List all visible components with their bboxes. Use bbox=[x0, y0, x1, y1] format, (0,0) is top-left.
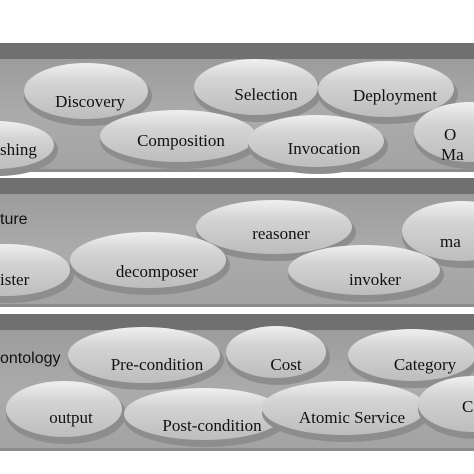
node-invoker: invoker bbox=[288, 245, 444, 302]
node-decomposer: decomposer bbox=[70, 232, 230, 295]
node-publishing-label: shing bbox=[0, 140, 37, 159]
band-architecture-topbar bbox=[0, 178, 474, 194]
node-discovery-label: Discovery bbox=[55, 92, 125, 111]
node-postcondition: Post-condition bbox=[124, 388, 288, 447]
band-ontology-topbar bbox=[0, 314, 474, 330]
node-cost: Cost bbox=[226, 326, 330, 385]
node-category: Category bbox=[348, 329, 474, 388]
node-publishing: shing bbox=[0, 121, 58, 176]
node-postcondition-label: Post-condition bbox=[162, 416, 262, 435]
node-register: ister bbox=[0, 244, 74, 303]
node-management: O Ma bbox=[414, 102, 474, 169]
node-selection-label: Selection bbox=[234, 85, 298, 104]
band-services-topbar bbox=[0, 43, 474, 59]
node-precondition: Pre-condition bbox=[68, 327, 224, 390]
node-atomic-service: Atomic Service bbox=[262, 381, 430, 442]
node-output-label: output bbox=[49, 408, 93, 427]
band-architecture-bottom-edge bbox=[0, 304, 474, 307]
node-decomposer-label: decomposer bbox=[116, 262, 198, 281]
node-selection: Selection bbox=[194, 59, 322, 122]
node-deployment-label: Deployment bbox=[353, 86, 437, 105]
node-management-label-2: Ma bbox=[441, 145, 464, 164]
node-matcher: ma bbox=[402, 201, 474, 268]
node-register-label: ister bbox=[0, 270, 30, 289]
node-composite-label: C bbox=[462, 397, 473, 416]
band-services-bottom-edge bbox=[0, 169, 474, 172]
node-invoker-label: invoker bbox=[349, 270, 401, 289]
node-cost-label: Cost bbox=[270, 355, 301, 374]
band-ontology-bottom-edge bbox=[0, 448, 474, 451]
node-invocation-label: Invocation bbox=[288, 139, 361, 158]
node-reasoner-label: reasoner bbox=[252, 224, 310, 243]
node-atomic-service-label: Atomic Service bbox=[299, 408, 405, 427]
node-discovery: Discovery bbox=[24, 63, 152, 126]
node-deployment: Deployment bbox=[318, 61, 458, 124]
node-precondition-label: Pre-condition bbox=[111, 355, 204, 374]
band-architecture-title: ture bbox=[0, 211, 28, 228]
band-ontology-title: ontology bbox=[0, 350, 61, 367]
node-reasoner: reasoner bbox=[196, 200, 356, 261]
node-composition-label: Composition bbox=[137, 131, 225, 150]
node-composition: Composition bbox=[100, 110, 260, 169]
node-invocation: Invocation bbox=[248, 115, 388, 174]
node-management-label: O bbox=[444, 125, 456, 144]
node-composite: C bbox=[418, 376, 474, 439]
node-matcher-label: ma bbox=[440, 232, 461, 251]
node-category-label: Category bbox=[394, 355, 457, 374]
node-output: output bbox=[6, 381, 126, 444]
